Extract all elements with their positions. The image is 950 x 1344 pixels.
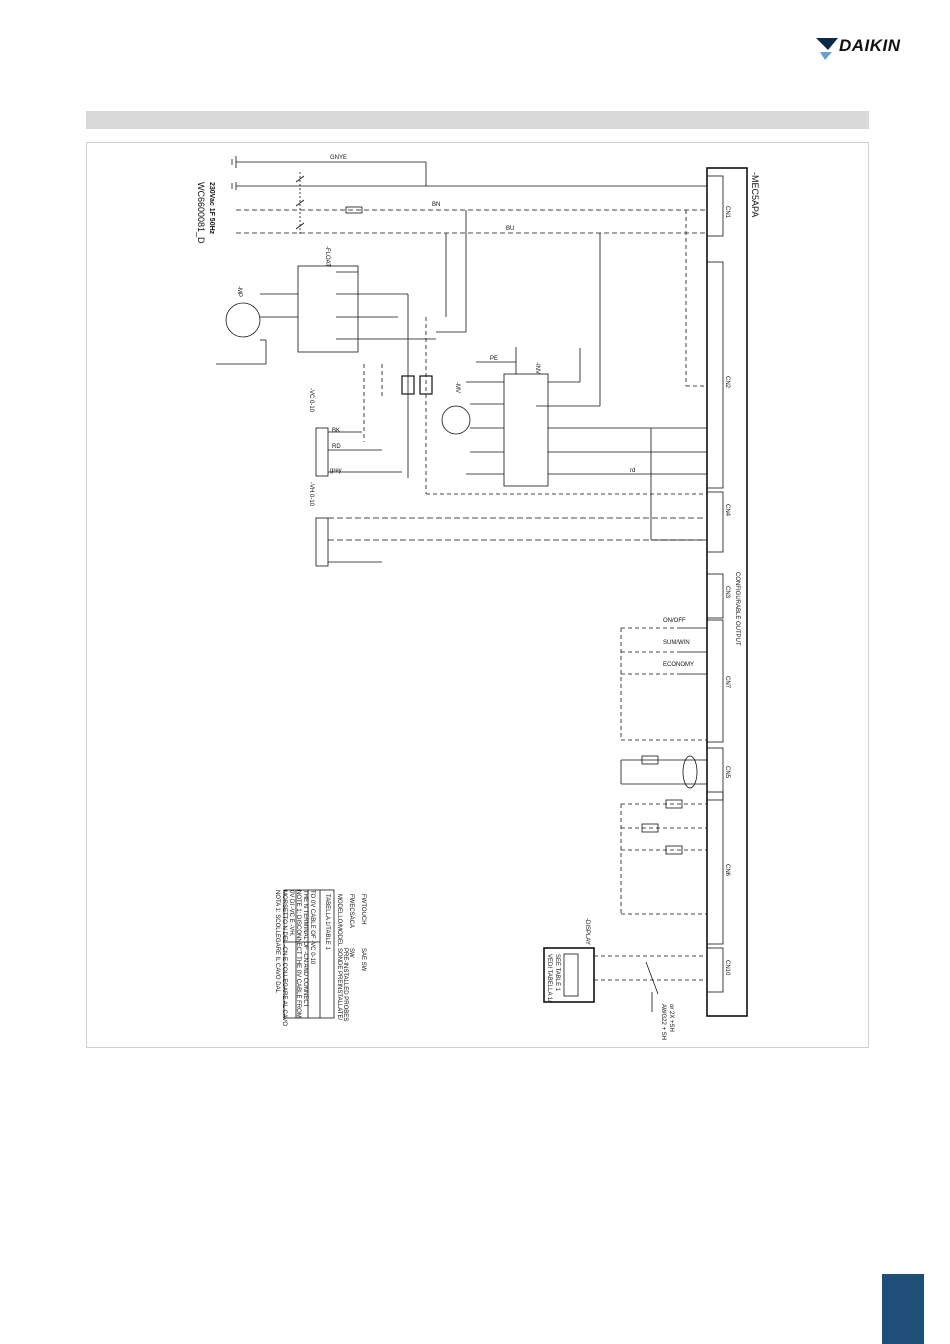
wire-rd-lower-label: rd	[630, 468, 635, 474]
cn4-label: CN4	[724, 504, 730, 517]
wire-bk-label: BK	[332, 428, 340, 434]
nota-line-3: 0V DI -VC E -VH.	[288, 890, 294, 937]
section-header-bar	[86, 111, 869, 129]
vc-label: -VC 0-10	[308, 388, 314, 413]
cable-note-line-2: or 2X +SH	[668, 1004, 674, 1032]
table-row-2-model: FWTOUCH	[360, 894, 366, 925]
input-sum-win-label: SUM/WIN	[663, 640, 690, 646]
cable-note-line-1: AWG22 + SH	[660, 1004, 666, 1040]
display-note-line-1: VEDI TABELLA 1/	[546, 954, 552, 1002]
table-header-probes-en: PRE-INSTALLED PROBES	[342, 948, 348, 1021]
wire-gnye-label: GNYE	[330, 155, 347, 161]
table-row-2-probe: SAE SW	[360, 948, 366, 972]
nota-line-2: MORSETTO N DEL -CN E COLLEGARE AL CAVO	[281, 890, 287, 1026]
table-header-probes: SONDE PREINSTALLATE/	[336, 948, 342, 1020]
board-label: -MEC5APA	[750, 172, 760, 217]
wire-rd-label: RD	[332, 444, 341, 450]
cn5-label: CN5	[724, 766, 730, 779]
vh-label: -VH 0-10	[308, 482, 314, 507]
mv-label: -MV	[454, 382, 460, 393]
nota-line-5: THE N TERMINAL OF -CN AND CONNECT	[302, 890, 308, 1008]
diagram-code: WC6600081_D	[196, 182, 206, 244]
wire-bn-label: BN	[432, 202, 440, 208]
float-label: -FLOAT	[324, 246, 330, 267]
display-label: -DISPLAY	[584, 918, 590, 945]
nota-line-1: NOTA 1: SCOLLEGARE IL CAVO DAL	[274, 890, 280, 994]
configurable-output-label: CONFIGURABLE OUTPUT	[734, 572, 740, 646]
wire-pe-label: PE	[490, 356, 498, 362]
inv-label: -INV	[534, 362, 540, 374]
cn2-label: CN2	[724, 376, 730, 389]
input-economy-label: ECONOMY	[663, 662, 694, 668]
mp-label: -MP	[236, 286, 242, 297]
cn7-label: CN7	[724, 676, 730, 689]
input-on-off-label: ON/OFF	[663, 618, 686, 624]
nota-line-4: NOTE 1: DISCONNECT THE 0V CABLE FROM	[295, 890, 301, 1018]
brand-name: DAIKIN	[839, 36, 901, 55]
table-header-model: MODELLO/MODEL	[336, 894, 342, 947]
cn1-label: CN1	[724, 206, 730, 219]
wire-bu-label: BU	[506, 226, 514, 232]
diagram-frame	[86, 142, 869, 1048]
nota-line-6: TO 0V CABLE OF -VC 0-10	[309, 890, 315, 965]
display-note-line-2: SEE TABLE 1	[554, 954, 560, 992]
cn10-label: CN10	[724, 960, 730, 976]
cn6-label: CN6	[724, 864, 730, 877]
page-tab	[882, 1274, 924, 1344]
wiring-diagram: WC6600081_D 230Vac 1F 50Hz -MEC5APA CONF…	[196, 155, 760, 1040]
cn3-label: CN3	[724, 586, 730, 599]
wire-grey-label: grey	[330, 468, 342, 474]
supply-label: 230Vac 1F 50Hz	[208, 182, 215, 235]
daikin-logo-mark-icon	[816, 38, 838, 60]
table-row-1-model: FWECSACA	[348, 894, 354, 928]
table-row-1-probe: SW	[348, 948, 354, 958]
table-title: TABELLA 1/TABLE 1	[324, 894, 330, 950]
daikin-logo	[816, 34, 924, 60]
